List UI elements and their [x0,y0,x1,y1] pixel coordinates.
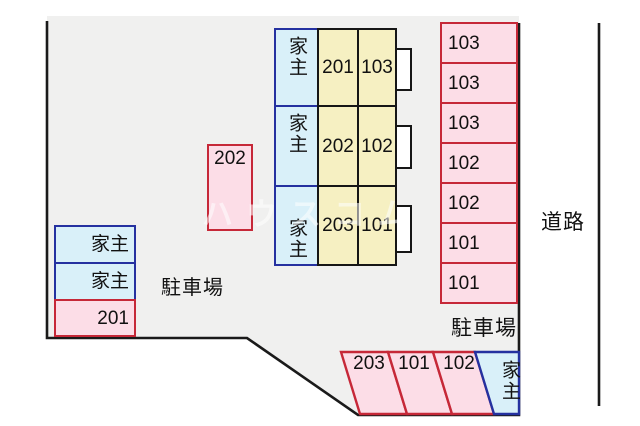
stall-label: 家主 [90,234,129,255]
owner-label: 家主 [286,218,307,260]
building-owner-cell-1: 家主 [274,28,319,107]
building-unit-103: 103 [357,28,397,107]
left-stall-201: 201 [54,299,136,337]
building-unit-201: 201 [317,28,359,107]
stall-label: 家主 [90,271,129,292]
diagonal-stall-label-101: 101 [398,353,430,374]
unit-label: 201 [322,57,354,78]
stall-label: 102 [448,192,480,214]
road-label: 道路 [541,211,585,234]
unit-label: 102 [361,135,393,157]
right-stall-2: 103 [440,62,518,104]
stall-label: 101 [448,272,480,294]
building-unit-203: 203 [317,185,359,266]
right-stall-1: 103 [440,22,518,64]
right-stall-3: 103 [440,102,518,144]
unit-label: 203 [322,215,354,236]
building-owner-cell-3: 家主 [274,185,319,266]
left-stall-owner-2: 家主 [54,262,136,301]
unit-label: 101 [361,215,393,236]
stall-202: 202 [207,144,253,231]
entrance-notch-2 [395,125,412,169]
stall-label: 102 [448,152,480,174]
building-unit-202: 202 [317,105,359,187]
right-stall-6: 101 [440,222,518,264]
stall-label: 202 [214,148,246,169]
diagonal-stall-label-102: 102 [443,353,475,374]
site-boundary-line [45,21,521,417]
parking-lot-label-right: 駐車場 [451,317,517,340]
entrance-notch-1 [395,48,412,91]
diagonal-stall-label-203: 203 [353,353,385,374]
entrance-notch-3 [395,205,412,253]
building-owner-cell-2: 家主 [274,105,319,187]
parking-lot-label-left: 駐車場 [161,277,224,299]
right-stall-7: 101 [440,262,518,304]
owner-label: 家主 [286,113,307,155]
left-stall-owner-1: 家主 [54,225,136,264]
unit-label: 202 [322,135,354,157]
diagonal-stall-owner [473,350,521,416]
stall-label: 103 [448,72,480,94]
unit-label: 103 [361,57,393,78]
stall-label: 101 [448,232,480,254]
right-stall-5: 102 [440,182,518,224]
stall-label: 103 [448,112,480,134]
stall-label: 201 [97,307,129,329]
stall-label: 103 [448,32,480,54]
diagonal-stall-label-owner: 家主 [499,360,520,402]
building-unit-101: 101 [357,185,397,266]
building-unit-102: 102 [357,105,397,187]
owner-label: 家主 [286,36,307,78]
right-stall-4: 102 [440,142,518,184]
